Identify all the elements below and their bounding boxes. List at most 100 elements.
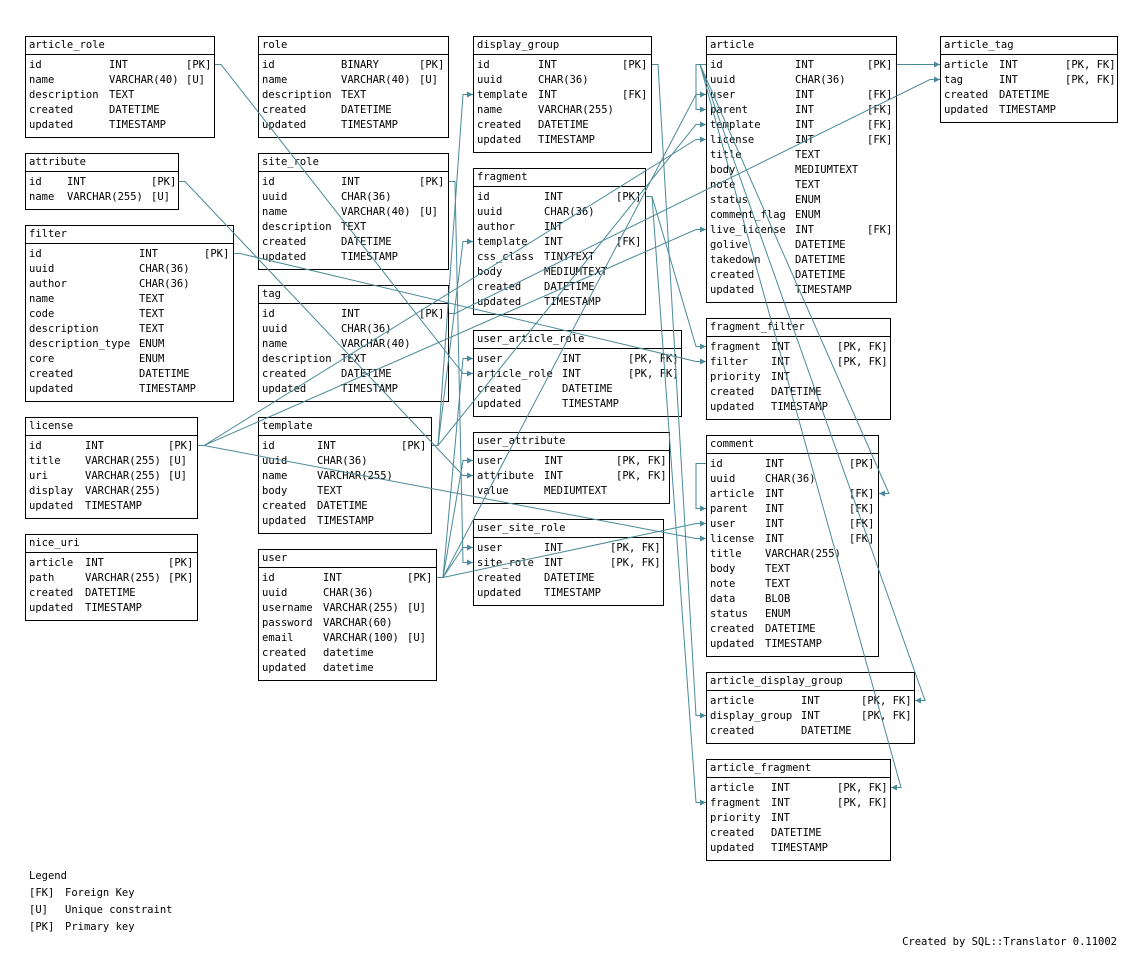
column-name: created [29, 368, 74, 380]
column-type: TIMESTAMP [562, 398, 619, 410]
column-name: status [710, 608, 748, 620]
column-type: INT [139, 248, 158, 260]
column-type: INT [323, 572, 342, 584]
column-key: [U] [186, 74, 205, 86]
column-type: TEXT [109, 89, 135, 101]
column-name: article [29, 557, 74, 569]
column-key: [FK] [849, 518, 875, 530]
column-name: author [29, 278, 67, 290]
column-type: INT [544, 470, 563, 482]
column-key: [FK] [867, 89, 893, 101]
column-type: INT [67, 176, 86, 188]
column-key: [PK] [401, 440, 427, 452]
column-name: uuid [262, 455, 288, 467]
column-type: TEXT [341, 353, 367, 365]
column-name: article [710, 695, 755, 707]
column-type: TIMESTAMP [341, 119, 398, 131]
column-type: DATETIME [341, 368, 392, 380]
column-name: username [262, 602, 313, 614]
table-title: user [259, 550, 436, 568]
column-type: ENUM [139, 353, 165, 365]
column-key: [PK, FK] [1065, 74, 1116, 86]
relation-line [449, 181, 473, 566]
column-type: CHAR(36) [795, 74, 846, 86]
column-key: [PK] [849, 458, 875, 470]
column-name: id [29, 176, 42, 188]
column-type: TEXT [139, 308, 165, 320]
column-type: INT [317, 440, 336, 452]
column-key: [PK] [419, 59, 445, 71]
column-name: title [710, 548, 742, 560]
column-name: tag [944, 74, 963, 86]
column-type: TIMESTAMP [999, 104, 1056, 116]
column-type: INT [341, 308, 360, 320]
column-type: VARCHAR(255) [67, 191, 143, 203]
column-type: ENUM [765, 608, 791, 620]
column-key: [PK, FK] [616, 470, 667, 482]
column-key: [PK] [186, 59, 212, 71]
column-type: INT [771, 341, 790, 353]
column-name: status [710, 194, 748, 206]
column-name: created [262, 104, 307, 116]
column-type: INT [795, 224, 814, 236]
column-type: INT [771, 812, 790, 824]
column-key: [PK, FK] [610, 557, 661, 569]
column-name: user [477, 542, 503, 554]
column-type: MEDIUMTEXT [544, 266, 608, 278]
column-row: body MEDIUMTEXT [474, 265, 645, 280]
column-name: body [477, 266, 503, 278]
column-type: DATETIME [317, 500, 368, 512]
column-type: VARCHAR(255) [85, 470, 161, 482]
column-name: created [710, 269, 755, 281]
legend-label-pk: Primary key [65, 921, 135, 933]
column-name: updated [477, 587, 522, 599]
column-type: DATETIME [109, 104, 160, 116]
column-key: [PK, FK] [837, 341, 888, 353]
column-name: updated [710, 842, 755, 854]
column-name: name [262, 470, 288, 482]
column-type: INT [544, 236, 563, 248]
legend-label-fk: Foreign Key [65, 887, 135, 899]
column-name: css_class [477, 251, 534, 263]
column-type: INT [85, 440, 104, 452]
table-title: user_article_role [474, 331, 681, 349]
table-title: comment [707, 436, 878, 454]
column-name: updated [29, 602, 74, 614]
column-type: MEDIUMTEXT [544, 485, 608, 497]
column-name: template [710, 119, 761, 131]
column-name: name [29, 191, 55, 203]
column-name: updated [262, 383, 307, 395]
column-key: [FK] [849, 488, 875, 500]
